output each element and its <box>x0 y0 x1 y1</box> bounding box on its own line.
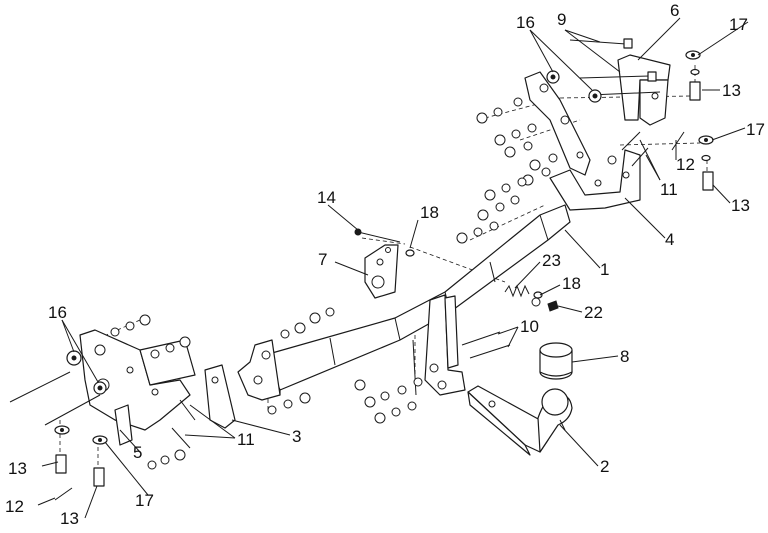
nut-stacks <box>110 97 558 470</box>
callout-9: 9 <box>557 10 566 29</box>
socket-plate <box>364 244 399 299</box>
callout-13-top: 13 <box>722 81 741 100</box>
callout-12-left: 12 <box>5 497 24 516</box>
callout-17-left: 17 <box>135 491 154 510</box>
ball-cap <box>539 342 573 380</box>
callout-10: 10 <box>520 317 539 336</box>
main-crossbar <box>254 204 571 396</box>
callout-2: 2 <box>600 457 609 476</box>
callout-22: 22 <box>584 303 603 322</box>
left-side-bracket <box>204 339 281 429</box>
callout-13-bottom: 13 <box>60 509 79 528</box>
callout-14: 14 <box>317 188 336 207</box>
callout-13-left: 13 <box>8 459 27 478</box>
callout-17-right: 17 <box>746 120 765 139</box>
tow-ball-neck <box>467 385 573 456</box>
right-side-bracket <box>549 149 641 211</box>
callout-17-top: 17 <box>729 15 748 34</box>
callout-4: 4 <box>665 230 674 249</box>
callout-11-left: 11 <box>237 430 255 449</box>
callout-11-right: 11 <box>660 180 678 199</box>
callout-16-left: 16 <box>48 303 67 322</box>
callout-labels: 16 9 6 17 13 17 12 11 13 4 14 18 7 1 23 … <box>5 1 765 528</box>
callout-18-top: 18 <box>420 203 439 222</box>
callout-23: 23 <box>542 251 561 270</box>
callout-12-right: 12 <box>676 155 695 174</box>
washers <box>54 50 714 445</box>
bolts <box>9 38 714 501</box>
callout-8: 8 <box>620 347 629 366</box>
callout-16-top: 16 <box>516 13 535 32</box>
callout-3: 3 <box>292 427 301 446</box>
callout-7: 7 <box>318 250 327 269</box>
callout-1: 1 <box>600 260 609 279</box>
callout-13-right: 13 <box>731 196 750 215</box>
callout-18-mid: 18 <box>562 274 581 293</box>
leader-lines <box>37 17 749 519</box>
callout-5: 5 <box>133 443 142 462</box>
callout-6: 6 <box>670 1 679 20</box>
right-vehicle-bracket <box>524 54 671 176</box>
